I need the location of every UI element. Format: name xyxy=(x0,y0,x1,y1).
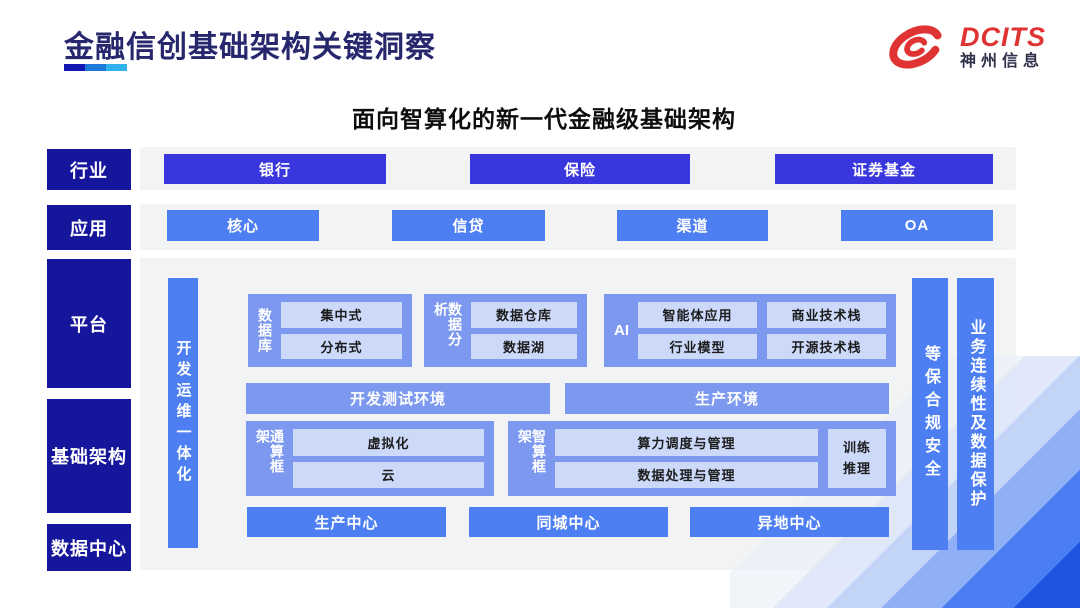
layer-label-application: 应用 xyxy=(47,205,131,250)
box-data-lake: 数据湖 xyxy=(471,333,577,359)
company-logo: DCITS 神州信息 xyxy=(880,18,1046,76)
group-database-label: 数据库 xyxy=(257,308,273,353)
group-data-analytics-items: 数据仓库 数据湖 xyxy=(471,302,577,359)
group-database: 数据库 集中式 分布式 xyxy=(248,294,412,367)
box-virtualization: 虚拟化 xyxy=(293,429,484,456)
industry-box-bank: 银行 xyxy=(164,154,386,184)
logo-company-name: 神州信息 xyxy=(960,52,1045,70)
box-centralized: 集中式 xyxy=(281,302,402,328)
box-production-center: 生产中心 xyxy=(247,507,446,537)
group-ai-label: AI xyxy=(614,322,629,339)
industry-box-insurance: 保险 xyxy=(470,154,690,184)
group-general-compute-items: 虚拟化 云 xyxy=(293,429,484,488)
underline-segment xyxy=(106,64,127,71)
box-training-inference: 训练推理 xyxy=(828,429,886,488)
group-general-compute-label: 通算框架 xyxy=(255,429,285,474)
bar-business-continuity: 业务连续性及数据保护 xyxy=(957,278,994,550)
group-data-analytics: 数据分析 数据仓库 数据湖 xyxy=(424,294,587,367)
box-distributed: 分布式 xyxy=(281,333,402,359)
layer-label-datacenter: 数据中心 xyxy=(47,524,131,571)
box-cloud: 云 xyxy=(293,461,484,488)
underline-segment xyxy=(85,64,106,71)
box-remote-center: 异地中心 xyxy=(690,507,889,537)
logo-brand: DCITS xyxy=(960,22,1046,53)
app-box-credit: 信贷 xyxy=(392,210,545,241)
underline-segment xyxy=(64,64,85,71)
bar-security-compliance: 等保合规安全 xyxy=(912,278,948,550)
box-opensource-stack: 开源技术栈 xyxy=(767,333,886,359)
group-ai-compute-items: 算力调度与管理 数据处理与管理 xyxy=(555,429,818,488)
layer-label-infrastructure: 基础架构 xyxy=(47,399,131,513)
box-commercial-stack: 商业技术栈 xyxy=(767,302,886,328)
bar-devops-integration: 开发运维一体化 xyxy=(168,278,198,548)
group-data-analytics-label: 数据分析 xyxy=(433,302,463,347)
group-ai-compute: 智算框架 算力调度与管理 数据处理与管理 训练推理 xyxy=(508,421,896,496)
box-same-city-center: 同城中心 xyxy=(469,507,668,537)
bar-production-environment: 生产环境 xyxy=(565,383,889,414)
box-data-processing: 数据处理与管理 xyxy=(555,461,818,488)
diagram-title: 面向智算化的新一代金融级基础架构 xyxy=(352,106,736,132)
group-general-compute: 通算框架 虚拟化 云 xyxy=(246,421,494,496)
app-box-oa: OA xyxy=(841,210,993,241)
layer-label-industry: 行业 xyxy=(47,149,131,190)
logo-swirl-icon xyxy=(889,25,942,69)
group-ai: AI 智能体应用 商业技术栈 行业模型 开源技术栈 xyxy=(604,294,896,367)
box-industry-models: 行业模型 xyxy=(638,333,757,359)
group-database-items: 集中式 分布式 xyxy=(281,302,402,359)
group-ai-compute-label: 智算框架 xyxy=(517,429,547,474)
industry-box-securities: 证券基金 xyxy=(775,154,993,184)
box-data-warehouse: 数据仓库 xyxy=(471,302,577,328)
box-compute-scheduling: 算力调度与管理 xyxy=(555,429,818,456)
layer-label-platform: 平台 xyxy=(47,259,131,388)
group-ai-items: 智能体应用 商业技术栈 行业模型 开源技术栈 xyxy=(638,302,886,359)
box-agent-apps: 智能体应用 xyxy=(638,302,757,328)
app-box-channel: 渠道 xyxy=(617,210,768,241)
page-title: 金融信创基础架构关键洞察 xyxy=(64,31,436,64)
title-underline xyxy=(64,64,127,71)
app-box-core: 核心 xyxy=(167,210,319,241)
bar-dev-test-environment: 开发测试环境 xyxy=(246,383,550,414)
logo-text: DCITS 神州信息 xyxy=(960,23,1046,70)
